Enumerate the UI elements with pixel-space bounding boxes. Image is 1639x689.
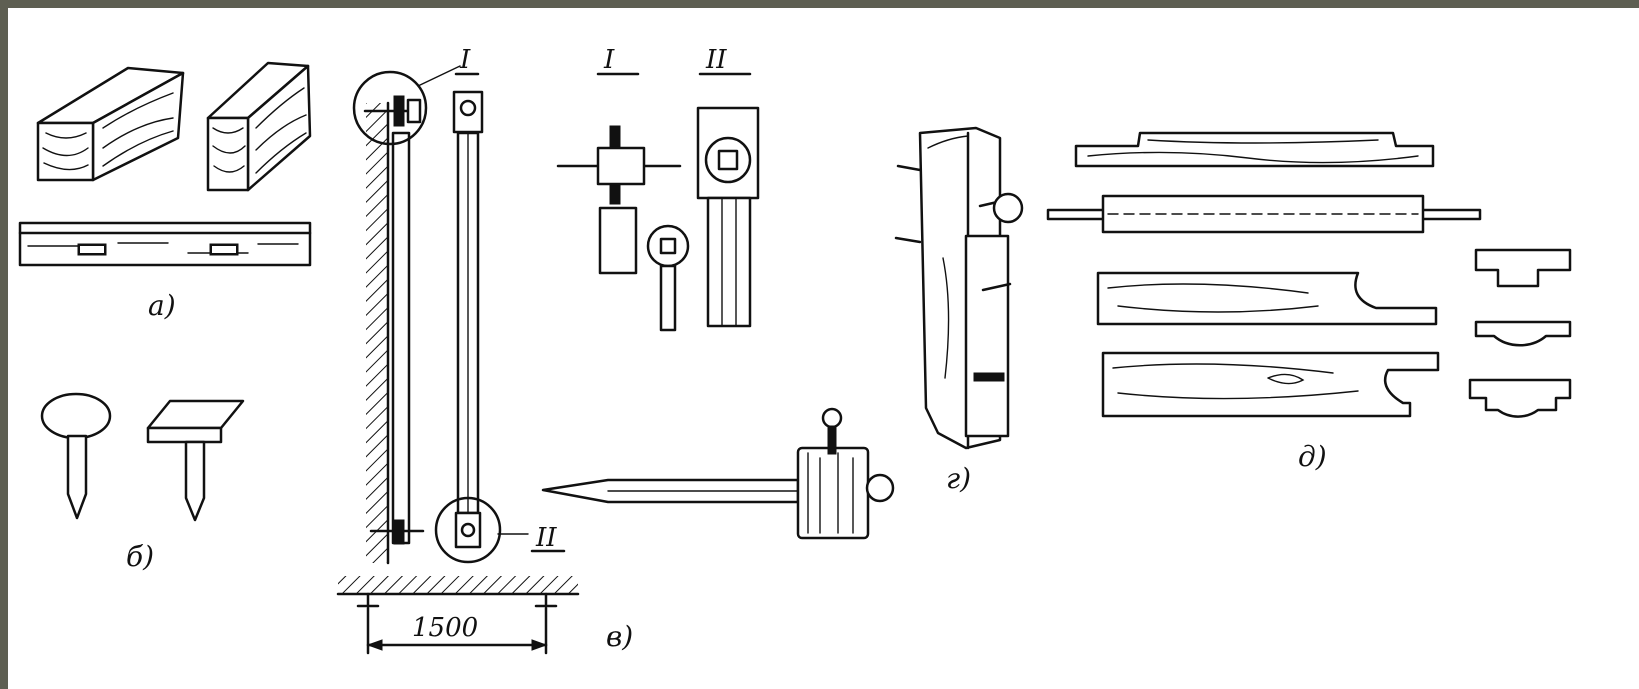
strut-top-cap (452, 90, 484, 134)
detail-2-bracket (696, 106, 760, 328)
slotted-plank (18, 221, 312, 267)
label-g: г) (946, 462, 971, 495)
profile-2 (1474, 320, 1572, 347)
round-head-nail (40, 392, 112, 520)
strut-bar-left (391, 131, 411, 545)
technical-drawing: а) б) I (18, 45, 1572, 655)
label-roman-2: II (535, 523, 557, 553)
profile-3 (1468, 378, 1572, 418)
detail-circle-2 (434, 496, 502, 564)
wall-hatching (366, 103, 388, 563)
label-a: а) (148, 289, 176, 322)
timber-block-right (206, 61, 312, 192)
rod-with-sleeve (1046, 194, 1482, 234)
board-grooved (1101, 351, 1440, 418)
square-head-nail (146, 399, 245, 522)
board-notched-1 (1096, 271, 1438, 326)
floor-hatching (338, 576, 578, 594)
profile-1 (1474, 248, 1572, 288)
wall-strut-group: I II 1500 в) (336, 45, 633, 655)
label-roman-1: I (459, 45, 471, 75)
detail-title-2: II (705, 45, 727, 75)
timber-block-left (36, 66, 185, 182)
board-stepped (1074, 131, 1435, 168)
label-d: д) (1298, 440, 1327, 473)
detail-circle-1 (352, 70, 428, 146)
detail-views-group: I II (556, 45, 760, 332)
dimension-label: 1500 (412, 613, 478, 643)
label-b: б) (126, 540, 154, 573)
timber-blocks-group: а) (18, 61, 312, 322)
spike-tool (541, 407, 895, 540)
figure-frame: а) б) I (8, 8, 1639, 689)
detail-1-bolt (556, 125, 690, 332)
nails-group: б) (40, 392, 245, 573)
label-v: в) (606, 620, 633, 653)
post-group: г) (894, 126, 1024, 495)
detail-title-1: I (603, 45, 615, 75)
boards-group: д) (1046, 131, 1572, 473)
